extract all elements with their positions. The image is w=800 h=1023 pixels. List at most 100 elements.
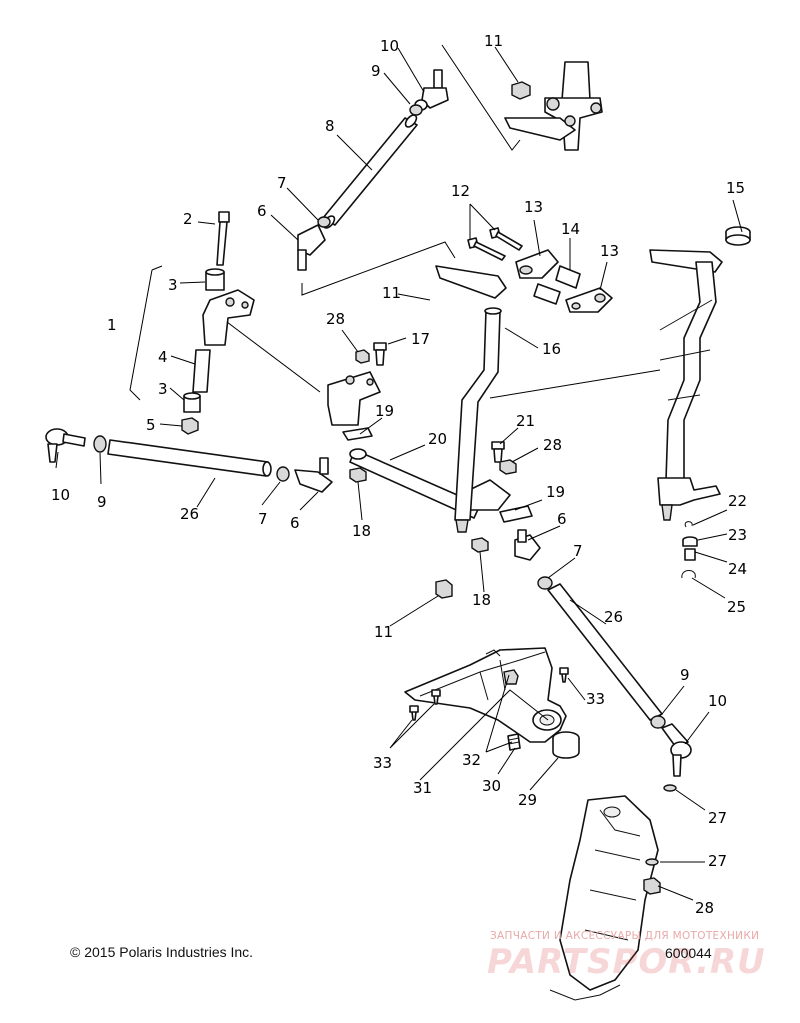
insert-32 [503,669,519,685]
callout-18-lower: 18 [472,591,491,609]
callout-28-bottom: 28 [695,899,714,917]
callout-31: 31 [413,779,432,797]
jam-nut-9-top [409,104,423,116]
callout-18-left: 18 [352,522,371,540]
bolt-17 [373,342,387,366]
callout-13-right: 13 [600,242,619,260]
callout-3-top: 3 [168,276,178,294]
callout-3-bottom: 3 [158,380,168,398]
callout-28-center: 28 [326,310,345,328]
sleeve-4 [192,349,211,393]
tie-rod-26-left [107,439,272,477]
nut-11-top [511,81,531,100]
document-number: 600044 [665,945,712,961]
nut-28-right [499,459,517,475]
callout-10-left: 10 [51,486,70,504]
snap-ring-25 [681,570,696,579]
clamp-13-left [515,249,559,279]
washer-27-bottom [645,858,659,866]
callout-26-right: 26 [604,608,623,626]
tie-rod-end-10-top [414,69,449,111]
bushing-29 [552,731,580,759]
callout-10-right: 10 [708,692,727,710]
callout-21: 21 [516,412,535,430]
callout-6-top: 6 [257,202,267,220]
nut-11-lower [435,579,453,599]
steering-shaft-16 [454,307,502,533]
callout-30: 30 [482,777,501,795]
copyright-text: © 2015 Polaris Industries Inc. [70,944,254,960]
callout-7-top: 7 [277,174,287,192]
cap-15 [725,226,751,246]
callout-22: 22 [728,492,747,510]
callout-28-right: 28 [543,436,562,454]
idler-arm-lower [327,371,381,426]
callout-11-top: 11 [484,32,503,50]
callout-19-lower: 19 [546,483,565,501]
callout-27-top: 27 [708,809,727,827]
steering-arm-top [435,265,507,299]
jam-nut-9-left [93,435,107,453]
nut-28-center [355,349,370,364]
steering-column-right [649,249,723,521]
callout-labels: 10 11 9 8 7 6 2 3 1 4 3 5 10 9 26 7 6 28… [51,32,747,917]
screw-33-b [431,689,441,705]
spring-30 [507,733,521,751]
callout-11-center: 11 [382,284,401,302]
callout-6-right: 6 [557,510,567,528]
watermark-brand: PARTSPOR.RU [487,942,766,982]
nut-18-left [349,467,367,483]
washer-23 [682,536,698,547]
parts-drawing [45,44,751,1001]
tie-rod-end-6-upper [297,224,326,271]
callout-29: 29 [518,791,537,809]
callout-1: 1 [107,316,117,334]
callout-24: 24 [728,560,747,578]
callout-14: 14 [561,220,580,238]
leader-lines [55,44,743,901]
watermark-tagline: ЗАПЧАСТИ И АКСЕССУАРЫ ДЛЯ МОТОТЕХНИКИ [490,930,760,942]
callout-10-top: 10 [380,37,399,55]
callout-12: 12 [451,182,470,200]
callout-27-bottom: 27 [708,852,727,870]
washer-19-upper [342,427,373,441]
callout-33-left: 33 [373,754,392,772]
tie-rod-end-6-left [294,457,333,493]
callout-7-left: 7 [258,510,268,528]
drag-link-20 [349,448,481,519]
callout-33-right: 33 [586,690,605,708]
bushing-3-bottom [183,392,201,413]
callout-9-top: 9 [371,62,381,80]
bushing-14 [533,265,581,305]
tie-rod-end-6-right [514,529,541,561]
callout-19-upper: 19 [375,402,394,420]
idler-bracket [202,289,255,346]
callout-9-left: 9 [97,493,107,511]
clamp-13-right [565,287,613,313]
callout-15: 15 [726,179,745,197]
nut-28-bottom [643,877,661,895]
callout-9-right: 9 [680,666,690,684]
callout-4: 4 [158,348,168,366]
callout-6-left: 6 [290,514,300,532]
screw-33-a [409,705,419,721]
callout-2: 2 [183,210,193,228]
bolt-21 [491,441,505,463]
bushing-24 [684,548,696,561]
nut-18-lower [471,537,489,553]
bushing-3-top [205,268,225,291]
callout-25: 25 [727,598,746,616]
jam-nut-7-left [276,466,290,482]
washer-19-lower [499,505,533,523]
callout-7-right: 7 [573,542,583,560]
screw-33-c [559,667,569,683]
tie-rod-end-10-right [661,723,692,777]
clip-22 [684,521,693,528]
jam-nut-9-right [650,715,666,729]
guard-31 [404,647,567,743]
washer-27-top [663,784,677,792]
callout-13-left: 13 [524,198,543,216]
bolts-12 [467,227,523,261]
tie-rod-8 [322,114,418,229]
